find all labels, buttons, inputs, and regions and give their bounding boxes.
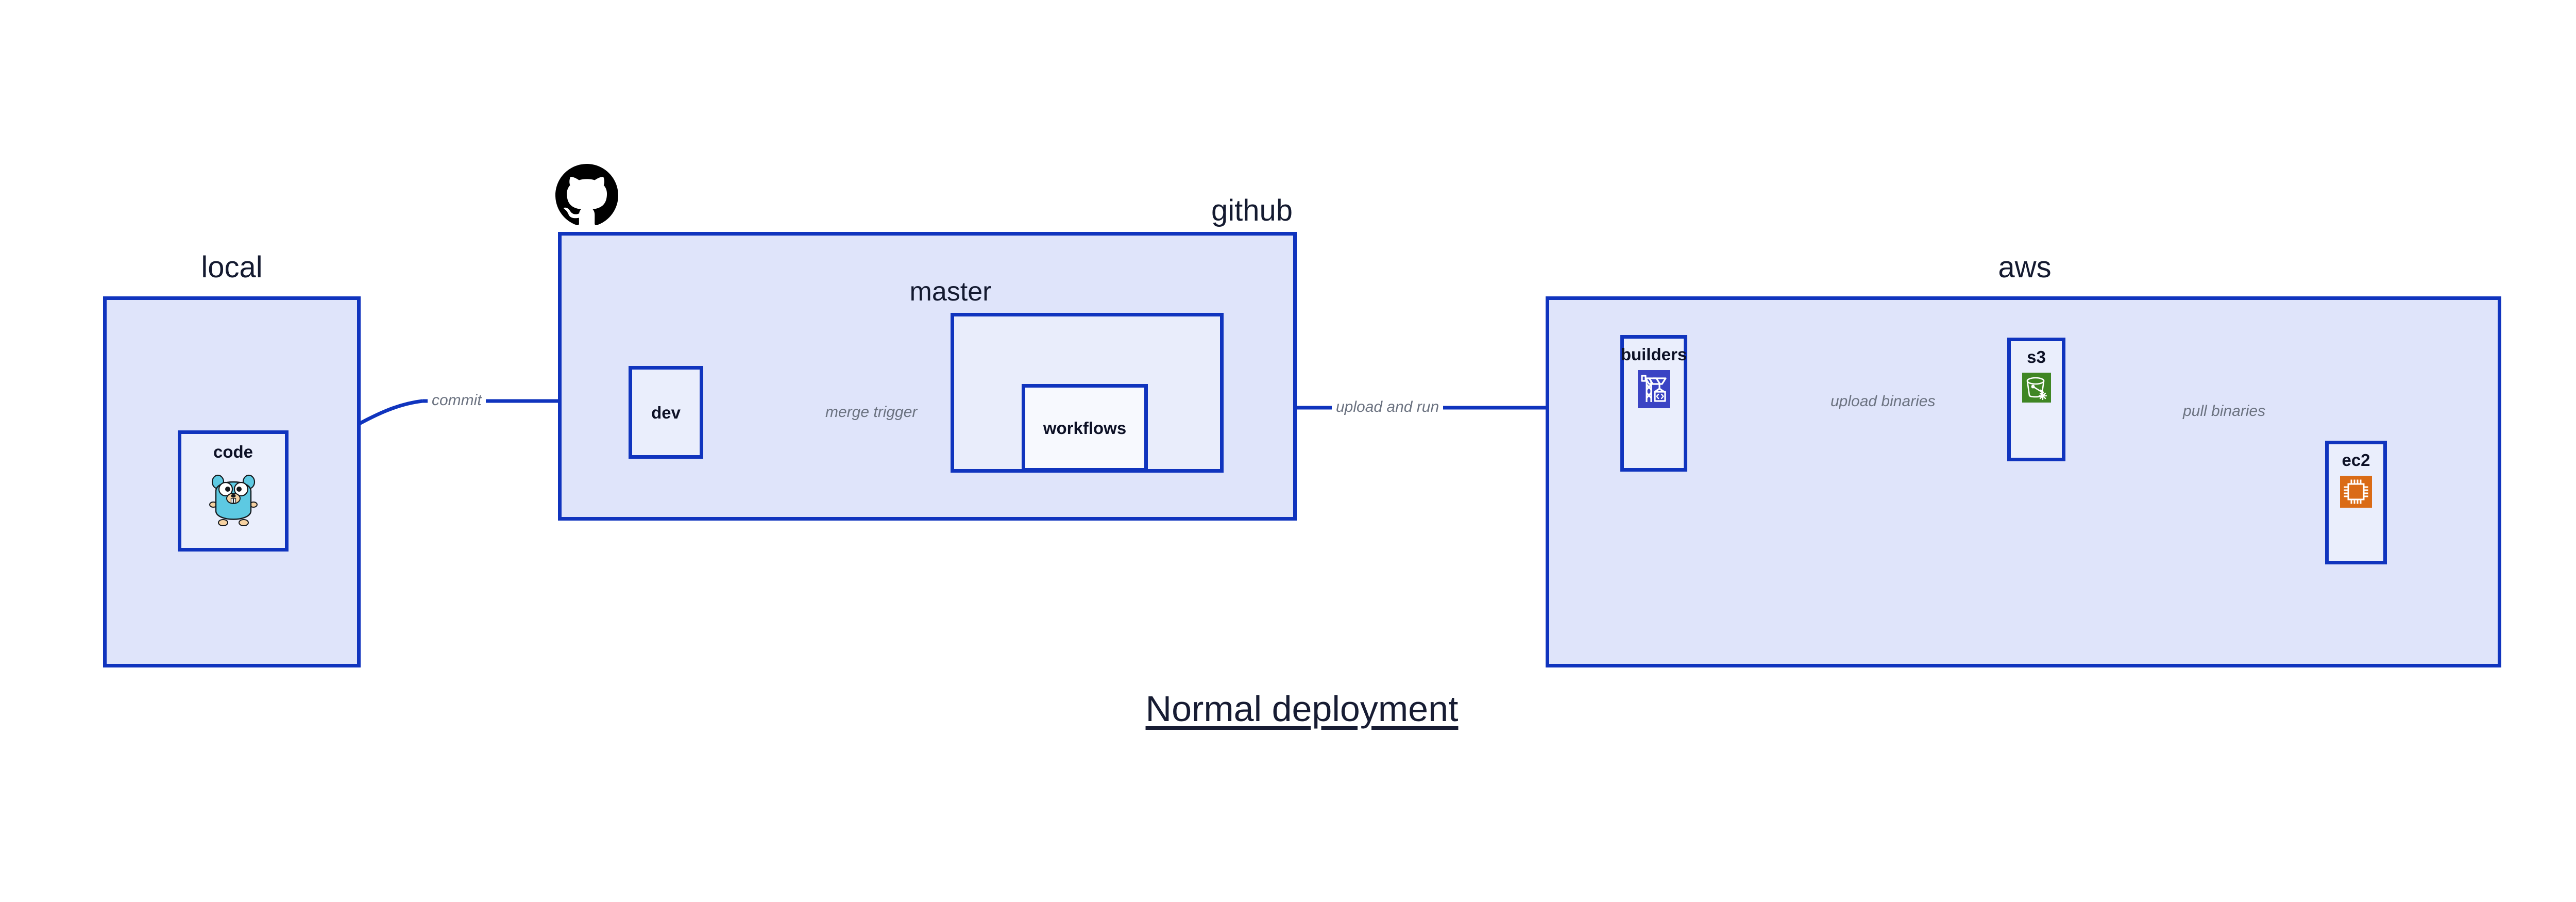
- subgroup-label-master: master: [909, 277, 992, 307]
- node-label-workflows: workflows: [1043, 418, 1127, 438]
- edge-label-commit: commit: [428, 393, 486, 408]
- node-s3[interactable]: s3: [2007, 338, 2065, 461]
- diagram-title: Normal deployment: [1145, 689, 1459, 729]
- group-label-aws: aws: [1998, 250, 2052, 284]
- go-gopher-icon: [209, 469, 258, 529]
- edge-label-upload-binaries: upload binaries: [1826, 394, 1940, 409]
- github-octocat-icon: [555, 164, 618, 229]
- node-builders[interactable]: builders: [1620, 335, 1687, 472]
- node-dev[interactable]: dev: [629, 366, 703, 459]
- node-label-builders: builders: [1620, 345, 1687, 364]
- aws-s3-bucket-icon: [2022, 373, 2051, 405]
- node-ec2[interactable]: ec2: [2325, 441, 2387, 564]
- node-label-dev: dev: [651, 403, 681, 422]
- node-label-ec2: ec2: [2342, 450, 2370, 470]
- aws-codebuild-crane-icon: [1638, 370, 1670, 411]
- edge-label-merge-trigger: merge trigger: [821, 405, 922, 420]
- node-label-s3: s3: [2027, 347, 2046, 366]
- aws-ec2-chip-icon: [2340, 476, 2372, 510]
- group-label-local: local: [201, 250, 263, 284]
- edge-label-pull-binaries: pull binaries: [2179, 404, 2270, 419]
- group-label-github: github: [1211, 194, 1293, 227]
- node-workflows[interactable]: workflows: [1022, 384, 1148, 472]
- edge-label-upload-and-run: upload and run: [1332, 399, 1444, 415]
- node-label-code: code: [213, 442, 253, 461]
- node-code[interactable]: code: [178, 430, 289, 552]
